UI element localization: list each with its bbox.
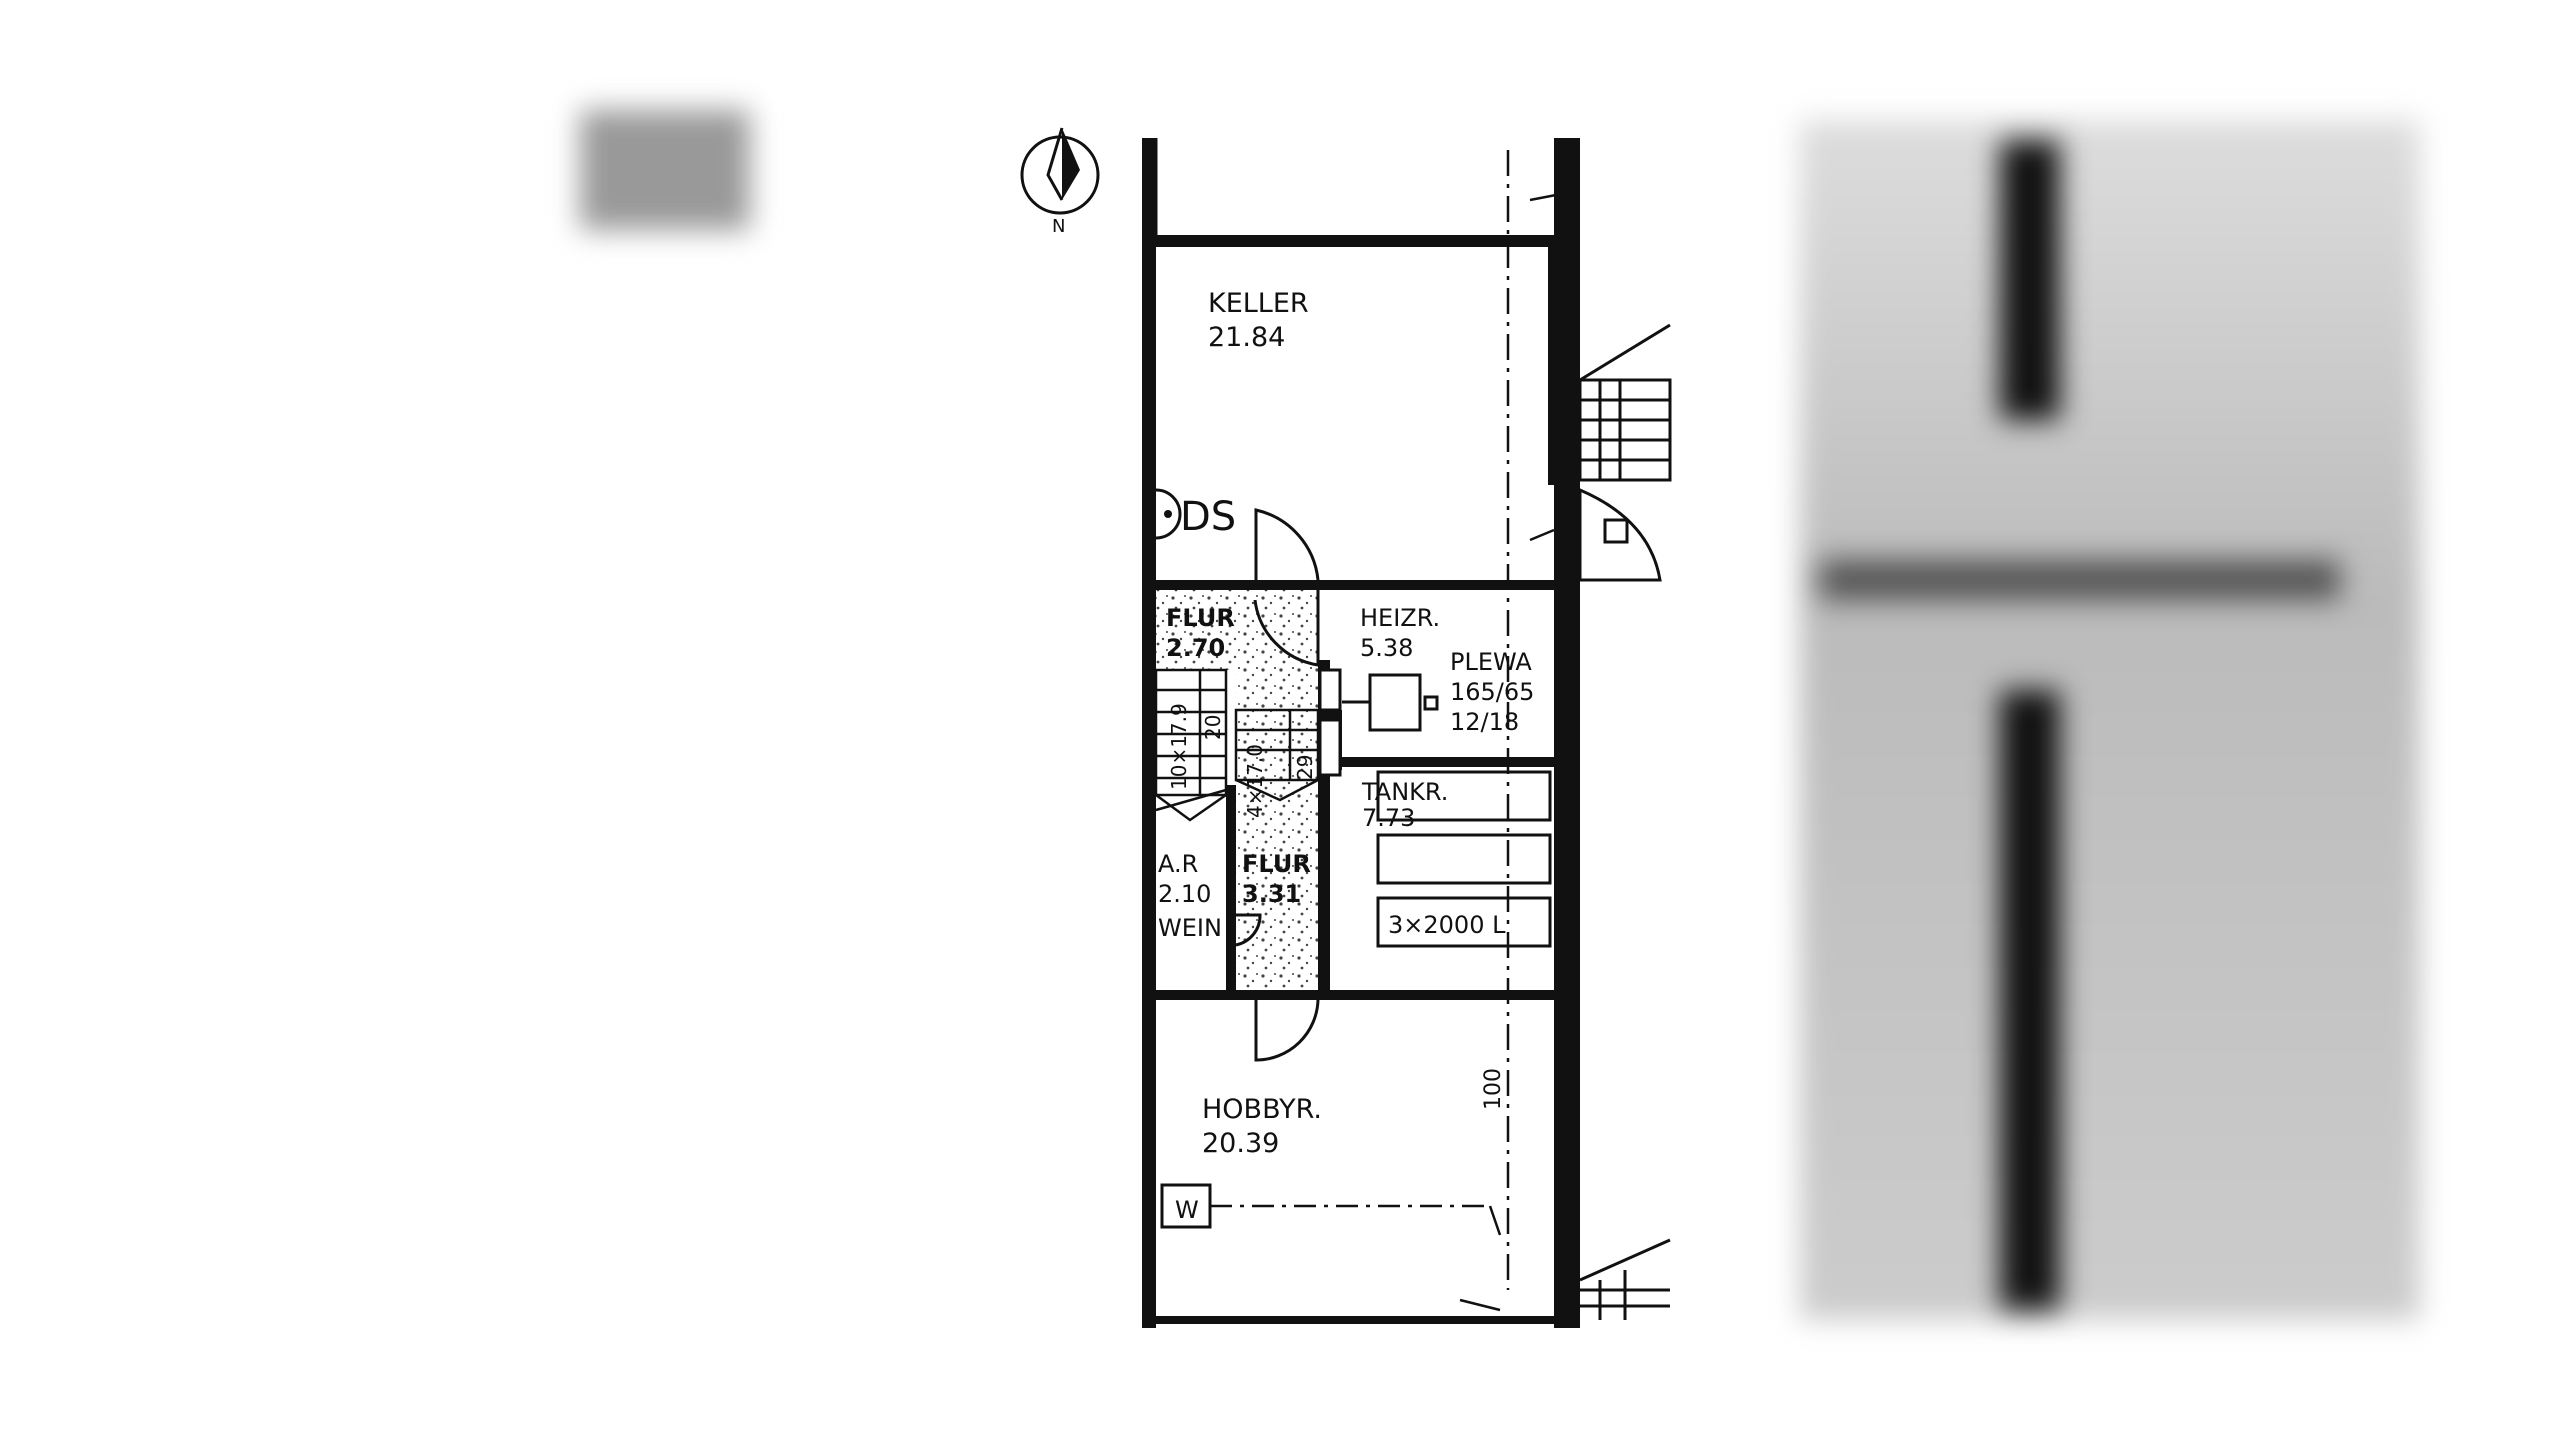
door-keller [1254, 508, 1320, 590]
ar-sub: WEIN [1158, 914, 1222, 942]
door-ar [1235, 913, 1262, 947]
door-hobby [1254, 999, 1320, 1062]
boiler-icon [1318, 668, 1439, 777]
wall-keller-right [1548, 235, 1558, 485]
background-blur-bar-2 [2000, 690, 2060, 1310]
plewa-dims2: 12/18 [1450, 708, 1519, 736]
plewa-name: PLEWA [1450, 648, 1532, 676]
plewa-dims1: 165/65 [1450, 678, 1534, 706]
flur1-name: FLUR [1166, 604, 1235, 632]
w-label: W [1175, 1196, 1199, 1224]
wall-left [1142, 138, 1156, 1328]
stair-small [1234, 708, 1320, 802]
door-heizr [1253, 590, 1320, 667]
wall-hobby-top [1142, 990, 1562, 1000]
background-blur-left [580, 110, 750, 230]
stair-small-label: 4×17.0 [1243, 744, 1267, 818]
tank-icon [1376, 770, 1552, 948]
stair-step2-label: 29 [1293, 755, 1317, 780]
compass-icon: N [1020, 127, 1100, 237]
tankr-area: 7.73 [1362, 804, 1415, 832]
flur2-name: FLUR [1242, 850, 1311, 878]
flur2-area: 3.31 [1242, 880, 1301, 908]
tankr-name: TANKR. [1361, 778, 1448, 806]
wall-bottom [1142, 1316, 1562, 1324]
background-blur-bar-3 [1820, 560, 2340, 600]
wall-top [1142, 235, 1562, 247]
hobbyr-name: HOBBYR. [1202, 1094, 1322, 1125]
stair-step1-label: 20 [1201, 715, 1225, 740]
stair-main [1154, 668, 1228, 822]
flur1-area: 2.70 [1166, 634, 1225, 662]
w-box [1160, 193, 1557, 1312]
heizr-area: 5.38 [1360, 634, 1413, 662]
stair-main-label: 10×17.9 [1167, 703, 1191, 790]
compass-label: N [1052, 216, 1065, 237]
keller-name: KELLER [1208, 288, 1309, 319]
exterior-door [1578, 487, 1662, 582]
hobbyr-area: 20.39 [1202, 1128, 1279, 1159]
ds-label: DS [1180, 494, 1236, 540]
tank-capacity: 3×2000 L [1388, 911, 1506, 939]
wall-right [1554, 138, 1580, 1328]
keller-area: 21.84 [1208, 322, 1285, 353]
ds-symbol [1155, 488, 1182, 540]
wall-flur2-left [1226, 785, 1236, 995]
heizr-name: HEIZR. [1360, 604, 1440, 632]
stair-exterior-top [1578, 323, 1672, 482]
background-blur-bar-1 [2000, 140, 2060, 420]
stair-exterior-bottom [1579, 1238, 1671, 1320]
background-blur-right [1800, 120, 2420, 1320]
dimension-100: 100 [1481, 1068, 1506, 1110]
ar-name: A.R [1158, 850, 1198, 878]
wall-keller-bottom [1142, 580, 1322, 590]
ar-area: 2.10 [1158, 880, 1211, 908]
flur2-floor [1236, 785, 1318, 990]
